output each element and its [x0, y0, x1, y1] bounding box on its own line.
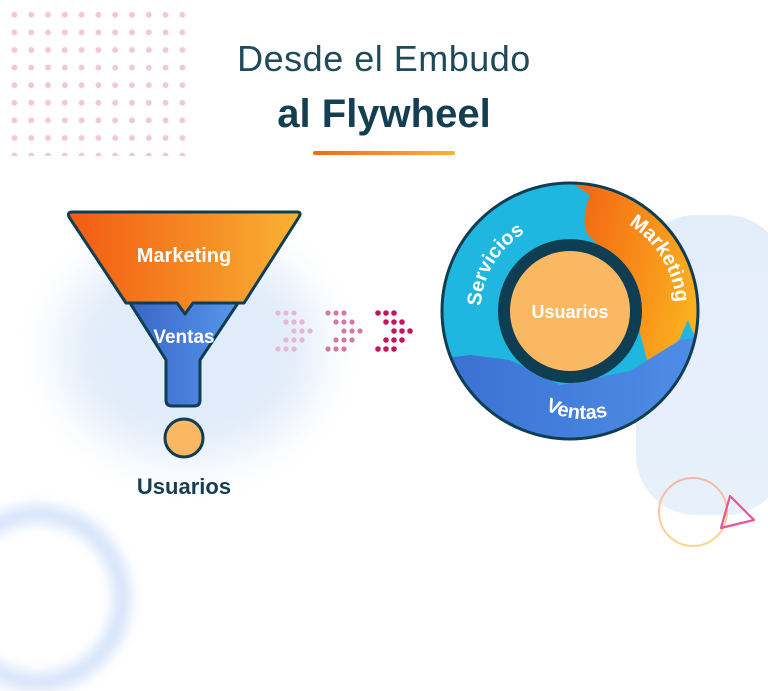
title-line-2: al Flywheel	[277, 92, 491, 136]
decorative-shapes	[658, 477, 756, 547]
flywheel-diagram: Usuarios Servicios Marketing Ventas	[440, 181, 700, 441]
flywheel-center-circle	[498, 239, 642, 383]
blue-ring-decoration	[0, 505, 131, 691]
funnel-output-label: Usuarios	[137, 474, 231, 499]
triangle-outline-decoration	[719, 494, 756, 530]
title-line-1: Desde el Embudo	[237, 38, 531, 79]
funnel-label-marketing: Marketing	[137, 245, 231, 267]
funnel-stage-ventas	[128, 301, 240, 408]
flywheel-outline	[440, 181, 700, 441]
funnel-stage-marketing	[66, 210, 302, 316]
flywheel-center-label: Usuarios	[531, 302, 608, 322]
arrow-icon-1	[275, 310, 313, 352]
funnel-label-ventas: Ventas	[153, 327, 214, 348]
arrow-icon-2	[325, 310, 363, 352]
dotted-arrows	[275, 310, 413, 352]
dot-grid-decoration	[6, 6, 186, 156]
funnel-output-circle	[163, 417, 205, 459]
funnel-diagram: Marketing Ventas Usuarios	[66, 210, 302, 499]
title-underline	[313, 151, 455, 155]
circle-outline-decoration	[658, 477, 728, 547]
arrow-icon-3	[375, 310, 413, 352]
